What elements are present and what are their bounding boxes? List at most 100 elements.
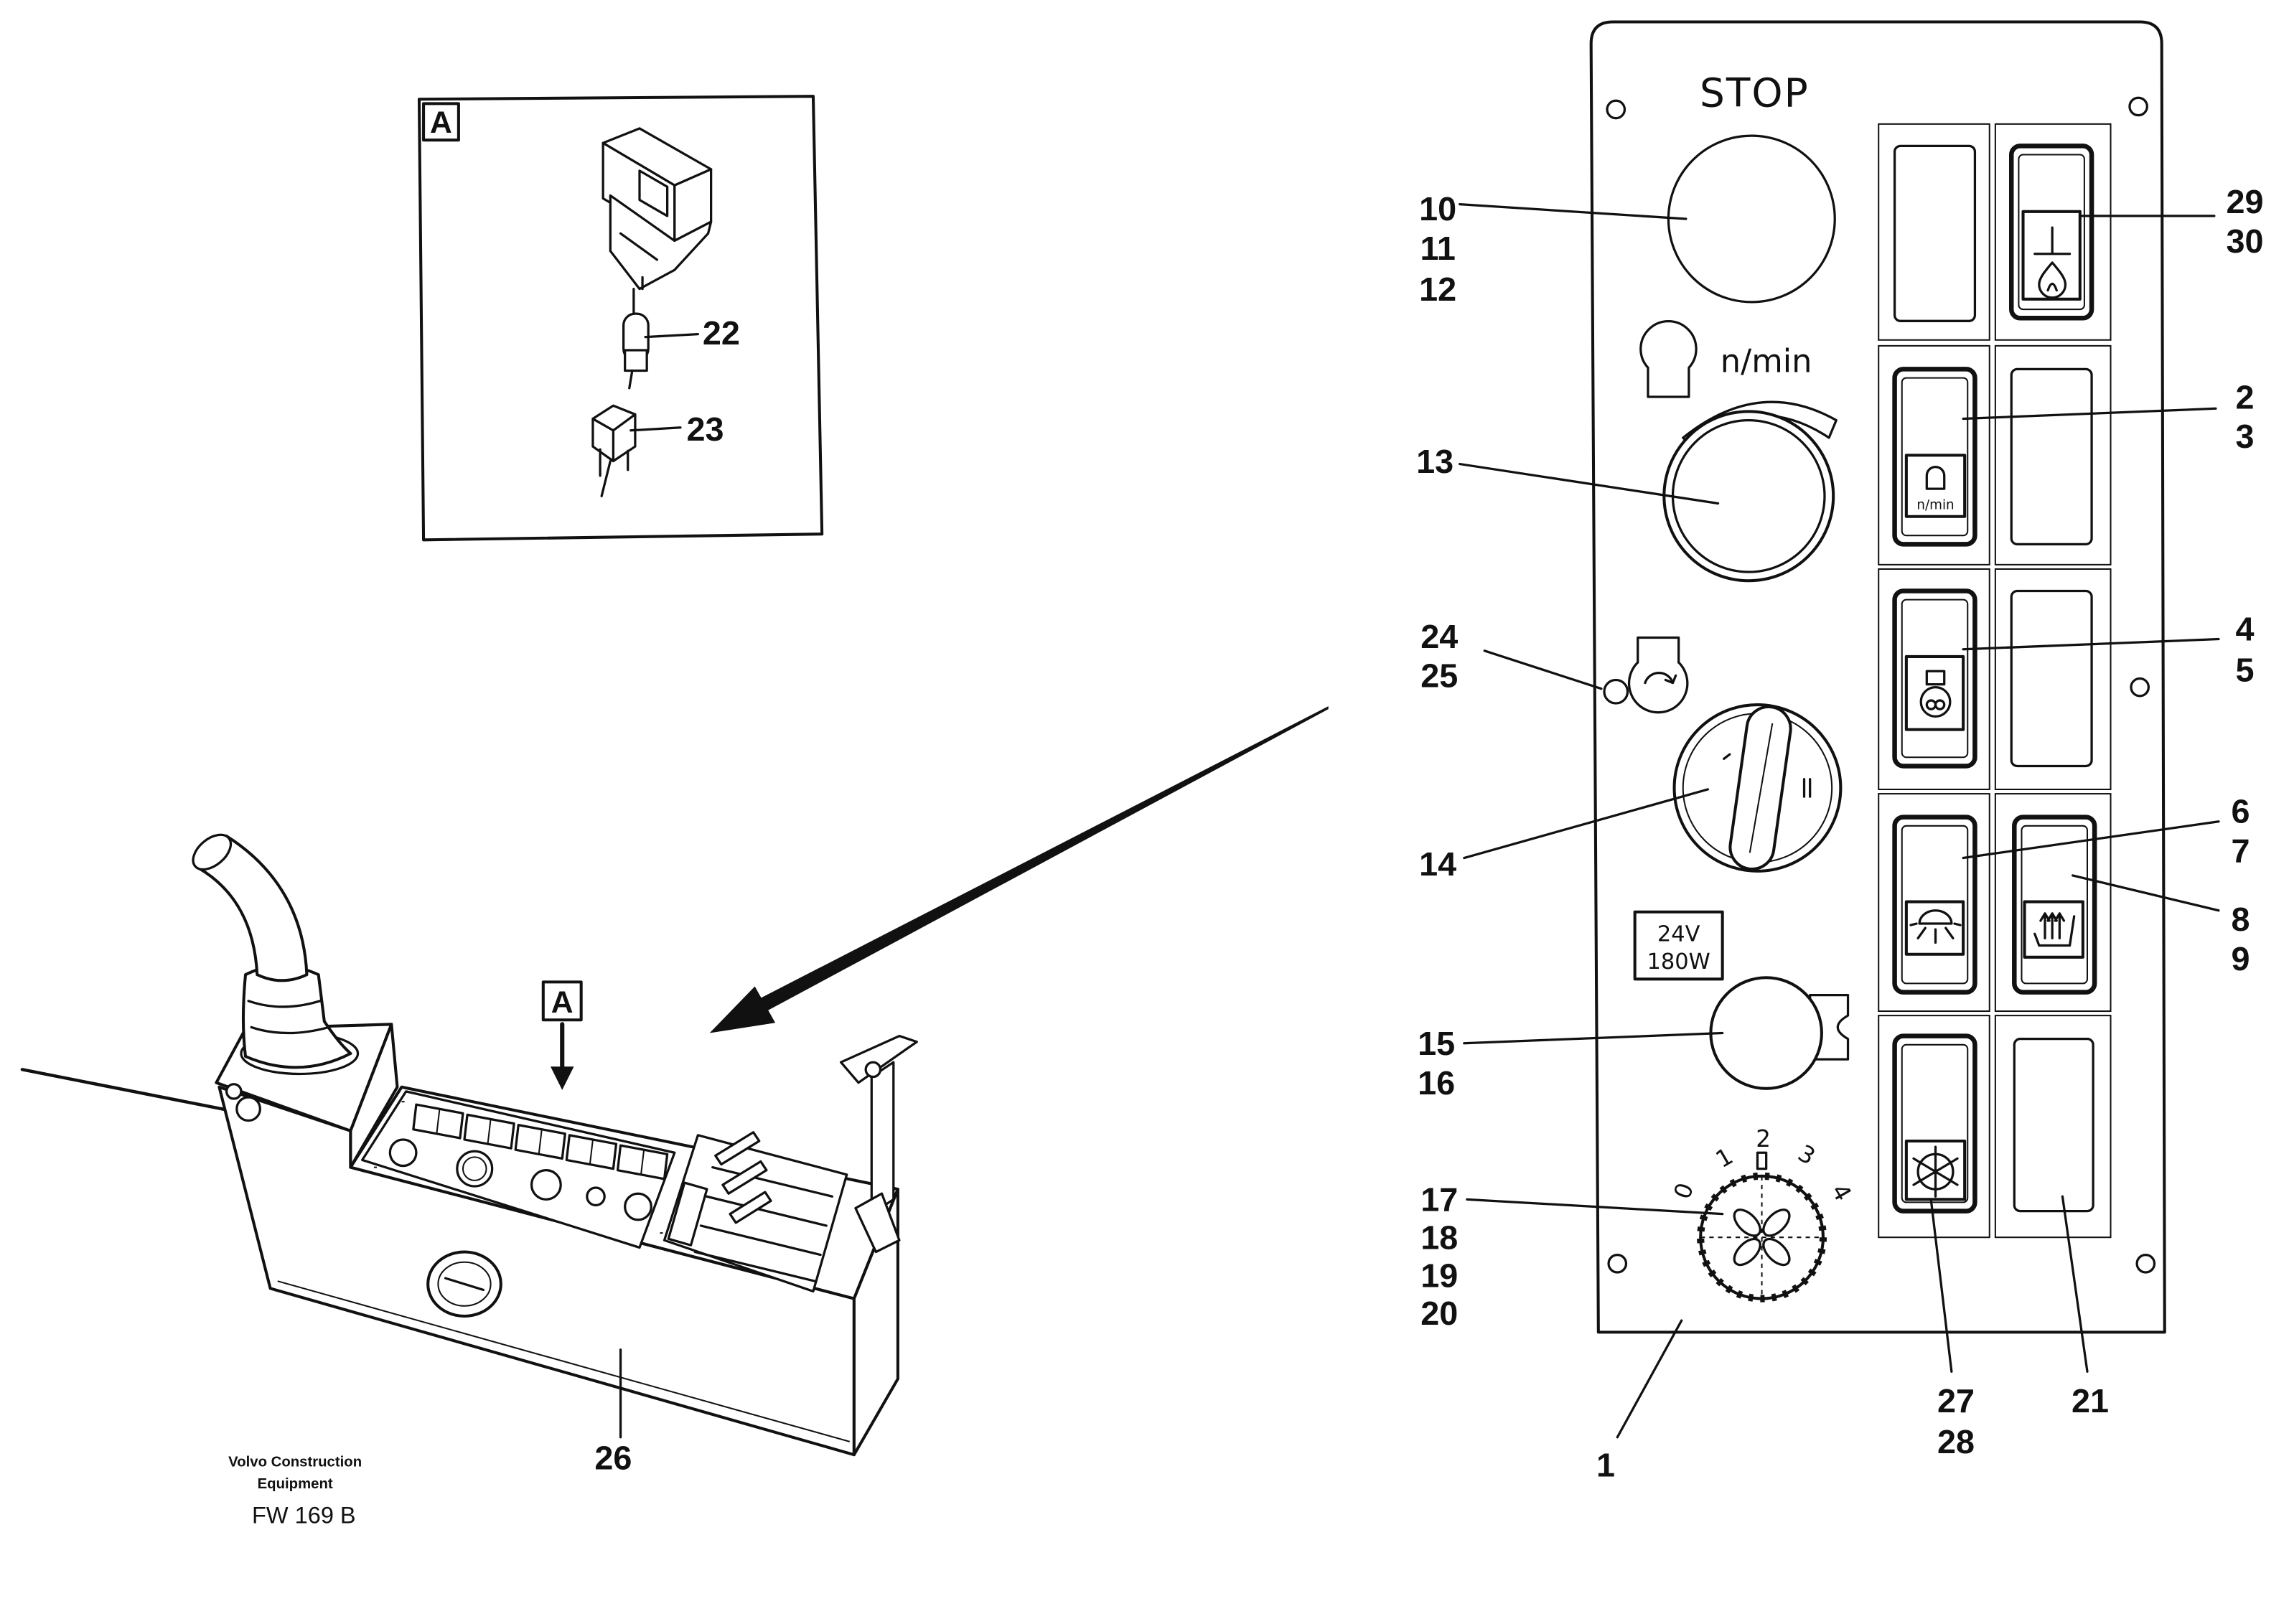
view-direction-arrow — [709, 706, 1329, 1033]
callout-label: 20 — [1420, 1295, 1458, 1332]
fan-icon — [1733, 1208, 1791, 1267]
inset-frame — [417, 95, 824, 542]
view-a-arrow-head — [550, 1066, 574, 1090]
fan-blade — [1733, 1208, 1761, 1237]
light-rays-icon — [1909, 922, 1962, 944]
joystick-boot — [241, 964, 352, 1069]
grid-cell — [1878, 568, 1990, 791]
callout-8-9: 8 9 — [2072, 874, 2250, 977]
grid-cell — [1994, 793, 2112, 1013]
switch-body-detail — [619, 232, 659, 291]
callout-label: 30 — [2227, 222, 2264, 260]
fan-speed-dial: 0 1 2 3 4 — [1669, 1125, 1857, 1303]
fan-tick-2: 2 — [1756, 1125, 1771, 1153]
fan-dial-knurl — [1697, 1172, 1827, 1303]
console-front-edge — [277, 1280, 851, 1442]
socket-wire — [600, 459, 612, 497]
console-stop-knob — [388, 1138, 418, 1168]
callout-label: 28 — [1937, 1423, 1975, 1460]
inset-label-box — [422, 102, 460, 142]
callout-26-label: 26 — [594, 1439, 632, 1476]
callout-10-12: 10 11 12 — [1419, 190, 1688, 308]
callout-leader — [1616, 1319, 1683, 1439]
indicator-lamp — [1603, 678, 1629, 705]
grid-cell — [1878, 344, 1990, 565]
callout-leader — [2061, 1195, 2089, 1373]
grid-cell — [1994, 344, 2112, 565]
console-pedal-plate — [839, 1034, 918, 1084]
callout-label: 8 — [2231, 901, 2250, 938]
inset-detail-a: A 22 23 — [417, 95, 824, 542]
console-indicator — [586, 1186, 606, 1207]
joystick-grip-top — [192, 833, 233, 871]
brand-line-2: Equipment — [258, 1476, 333, 1492]
socket-voltage: 24V — [1657, 921, 1700, 947]
console-pedal-post — [870, 1061, 895, 1216]
bulb-socket-drawing — [591, 404, 637, 497]
switch-engine-speed: n/min — [1892, 367, 1977, 547]
brand-line-1: Volvo Construction — [228, 1454, 362, 1470]
blank-plate — [2010, 589, 2093, 768]
engine-icon — [1925, 466, 1946, 490]
bulb-base-icon — [1925, 670, 1946, 686]
antenna-mount — [225, 1083, 243, 1100]
grid-cell — [1994, 1015, 2112, 1239]
speed-label: n/min — [1721, 342, 1812, 380]
callout-label: 5 — [2236, 652, 2255, 689]
joystick-handle — [197, 835, 309, 982]
callout-label: 15 — [1418, 1025, 1455, 1062]
antenna-rod — [20, 1068, 239, 1114]
power-socket — [1709, 976, 1823, 1090]
console-lever-slots — [693, 1165, 834, 1282]
console-emblem-inner — [437, 1261, 492, 1307]
callout-leader — [1962, 407, 2217, 421]
console-lever-3 — [729, 1191, 772, 1224]
callout-17-20: 17 18 19 20 — [1420, 1181, 1724, 1332]
callout-6-7: 6 7 — [1962, 793, 2250, 870]
flame-icon — [2046, 282, 2058, 292]
callout-leader — [1466, 1198, 1724, 1216]
view-a-label-box — [541, 980, 583, 1022]
callout-label: 13 — [1416, 443, 1454, 480]
grid-cell — [1878, 1015, 1990, 1239]
fan-blade — [1762, 1208, 1791, 1237]
antenna-bracket — [235, 1096, 261, 1122]
callout-23: 23 — [629, 410, 724, 448]
callout-leader — [1463, 788, 1709, 860]
snowflake-icon — [1912, 1145, 1959, 1198]
mounting-hole — [1607, 1253, 1628, 1274]
socket-rating-box — [1633, 910, 1724, 981]
console-screws — [373, 1101, 663, 1234]
grid-cell — [1878, 123, 1990, 341]
callout-4-5: 4 5 — [1962, 611, 2255, 689]
callout-label: 11 — [1420, 230, 1455, 267]
callout-1: 1 — [1596, 1319, 1683, 1484]
callout-label: 6 — [2231, 793, 2250, 830]
engine-speed-knob — [1662, 410, 1835, 583]
fan-dial-pointer — [1756, 1151, 1768, 1170]
engine-icon — [1639, 320, 1698, 398]
callout-label: 12 — [1419, 271, 1456, 308]
grid-cell — [1994, 568, 2112, 791]
console-emblem-mark — [444, 1277, 485, 1292]
rocker-switch-inner — [1901, 1043, 1969, 1203]
callout-label: 18 — [1420, 1219, 1458, 1256]
joystick-housing-side — [349, 1023, 399, 1169]
callout-label: 16 — [1418, 1064, 1455, 1102]
callout-leader — [1459, 203, 1688, 220]
console-rocker-switches — [412, 1103, 669, 1181]
callout-23-leader — [629, 426, 682, 432]
switch-air-conditioning — [1892, 1033, 1977, 1214]
console-lever-block — [663, 1134, 848, 1293]
instrument-panel: STOP n/min 24V 180W 0 1 2 3 4 — [1589, 20, 2166, 1334]
console-fan-knob — [624, 1192, 652, 1221]
console-pedal-lever — [854, 1192, 901, 1254]
callout-29-30: 29 30 — [2079, 183, 2264, 260]
callout-leader — [1962, 820, 2220, 860]
callout-label: 4 — [2236, 611, 2255, 648]
callout-label: 17 — [1420, 1181, 1458, 1219]
callout-label: 1 — [1596, 1447, 1615, 1484]
callout-label: 24 — [1420, 618, 1458, 655]
ignition-icon — [1627, 636, 1689, 714]
